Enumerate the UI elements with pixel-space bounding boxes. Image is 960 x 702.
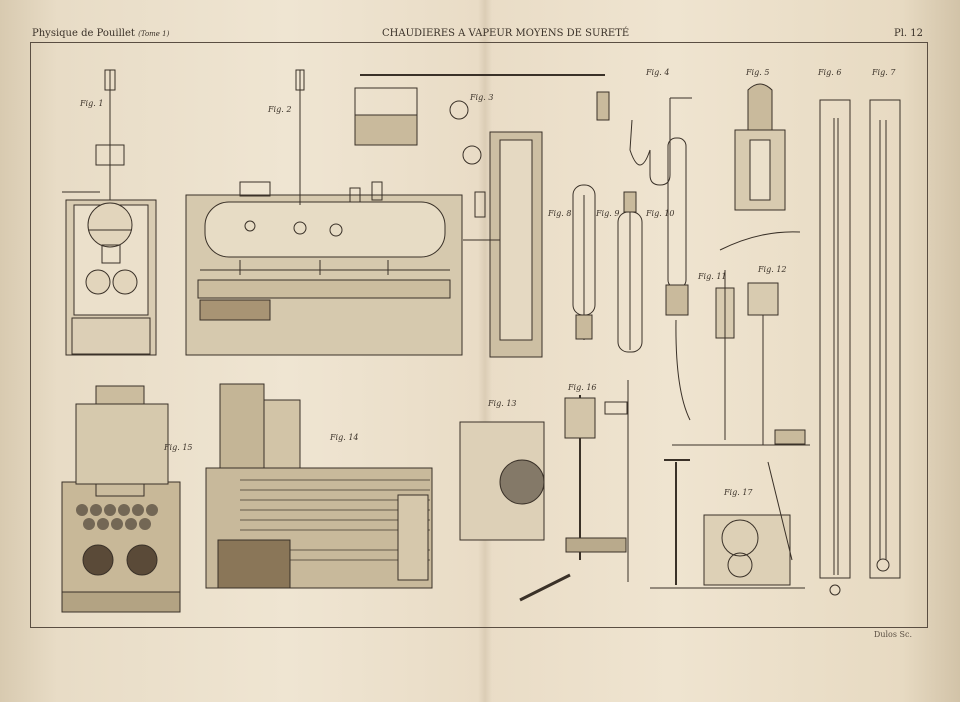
figure-11-drawing [715, 270, 735, 440]
fig16-label: Fig. 16 [567, 383, 597, 392]
fig14-label: Fig. 14 [329, 433, 359, 442]
plate-frame [30, 42, 928, 628]
book-title-text: Physique de Pouillet [32, 28, 135, 39]
fig8-label: Fig. 8 [547, 209, 571, 218]
figure-3-drawing [354, 74, 610, 358]
figure-12-drawing [672, 282, 810, 446]
fig15-label: Fig. 15 [163, 443, 193, 452]
book-title: Physique de Pouillet (Tome 1) [32, 28, 169, 39]
figure-8-drawing [572, 184, 596, 340]
fig13-label: Fig. 13 [487, 399, 517, 408]
plate-title: CHAUDIERES A VAPEUR MOYENS DE SURETÉ [382, 28, 630, 39]
figure-17-drawing [650, 459, 805, 589]
figure-15-drawing [61, 385, 181, 613]
figure-4-drawing [629, 97, 692, 186]
figure-9-drawing [617, 191, 643, 353]
figure-10-drawing [665, 137, 691, 421]
figure-5-drawing [719, 83, 801, 251]
fig12-label: Fig. 12 [757, 265, 787, 274]
fig1-label: Fig. 1 [79, 99, 103, 108]
fig9-label: Fig. 9 [595, 209, 619, 218]
book-volume: (Tome 1) [138, 30, 170, 38]
fig2-label: Fig. 2 [267, 105, 291, 114]
fig7-label: Fig. 7 [871, 68, 896, 77]
fig5-label: Fig. 5 [745, 68, 769, 77]
figure-2-drawing [185, 69, 463, 356]
fig17-label: Fig. 17 [723, 488, 753, 497]
fig11-label: Fig. 11 [697, 272, 727, 281]
fig3-label: Fig. 3 [469, 93, 493, 102]
fig4-label: Fig. 4 [645, 68, 669, 77]
plate-number: Pl. 12 [894, 28, 924, 39]
figure-16-drawing [519, 380, 629, 602]
figure-13-drawing [459, 421, 545, 541]
figure-1-drawing [62, 69, 157, 356]
fig10-label: Fig. 10 [645, 209, 675, 218]
figure-7-drawing [869, 99, 901, 579]
engraver-signature: Dulos Sc. [873, 630, 912, 639]
fig6-label: Fig. 6 [817, 68, 841, 77]
figure-6-drawing [819, 99, 851, 596]
figure-14-drawing [205, 383, 433, 589]
